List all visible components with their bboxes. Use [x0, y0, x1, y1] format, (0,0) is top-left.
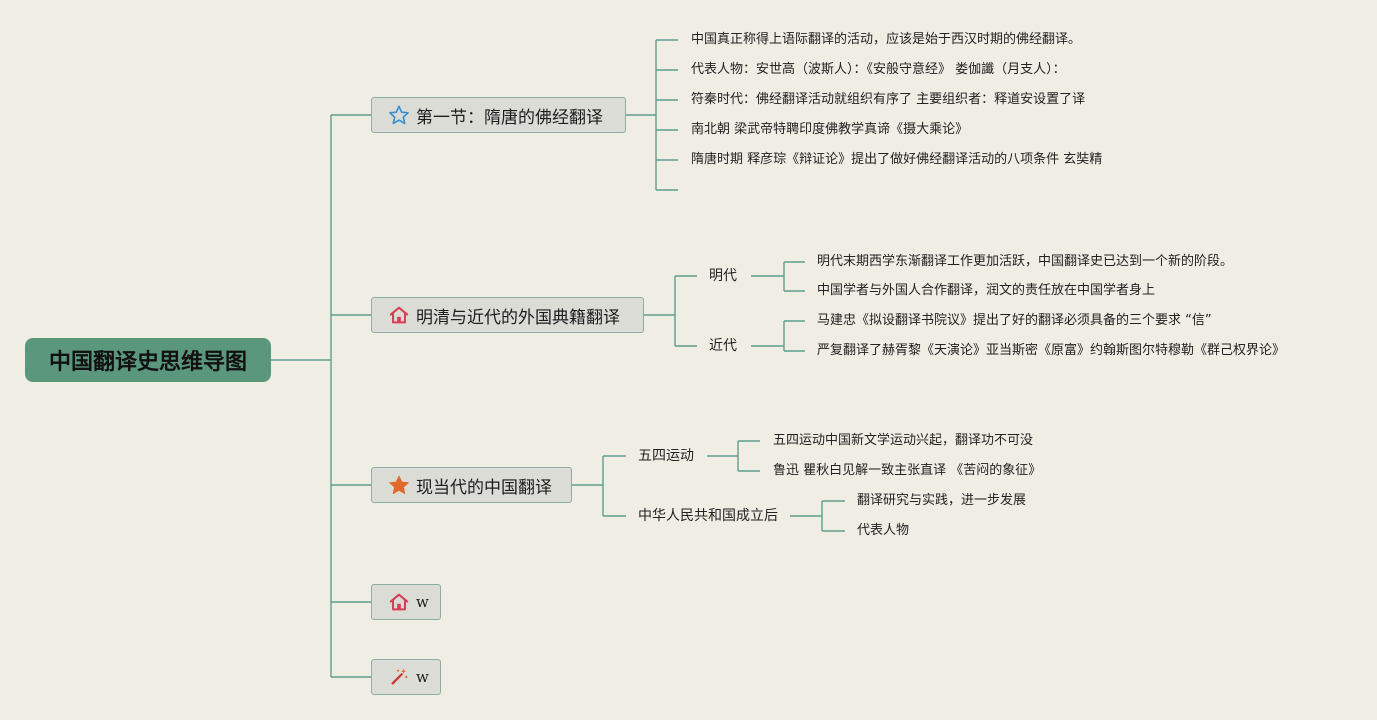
topic-label: 现当代的中国翻译: [416, 477, 552, 498]
topic-w-wand[interactable]: w: [371, 659, 441, 695]
leaf-item[interactable]: 鲁迅 瞿秋白见解一致主张直译 《苦闷的象征》: [773, 463, 1042, 478]
leaf-item[interactable]: 翻译研究与实践，进一步发展: [857, 493, 1027, 508]
topic-label: w: [416, 593, 429, 611]
leaf-item[interactable]: 隋唐时期 释彦琮《辩证论》提出了做好佛经翻译活动的八项条件 玄奘精: [691, 152, 1103, 167]
topic-ming-qing-modern-translation[interactable]: 明清与近代的外国典籍翻译: [371, 297, 644, 333]
leaf-item[interactable]: 马建忠《拟设翻译书院议》提出了好的翻译必须具备的三个要求 “信”: [817, 313, 1212, 328]
leaf-item[interactable]: 中国真正称得上语际翻译的活动，应该是始于西汉时期的佛经翻译。: [691, 32, 1082, 47]
topic-contemporary-translation[interactable]: 现当代的中国翻译: [371, 467, 572, 503]
leaf-item[interactable]: 代表人物: [857, 523, 910, 538]
subtopic-modern-era[interactable]: 近代: [709, 338, 737, 354]
leaf-item[interactable]: 符秦时代：佛经翻译活动就组织有序了 主要组织者：释道安设置了译: [691, 92, 1086, 107]
subtopic-may-fourth[interactable]: 五四运动: [638, 448, 694, 464]
home-icon: [388, 304, 410, 326]
leaf-item[interactable]: 南北朝 梁武帝特聘印度佛教学真谛《摄大乘论》: [691, 122, 969, 137]
subtopic-prc-founding[interactable]: 中华人民共和国成立后: [638, 508, 778, 524]
root-topic-label: 中国翻译史思维导图: [48, 350, 247, 375]
topic-w-home[interactable]: w: [371, 584, 441, 620]
leaf-item[interactable]: 中国学者与外国人合作翻译，润文的责任放在中国学者身上: [817, 283, 1156, 298]
star-filled-icon: [388, 474, 410, 496]
leaf-item[interactable]: 代表人物：安世高（波斯人）：《安般守意经》 娄伽讖（月支人）：: [691, 62, 1066, 77]
leaf-item[interactable]: 五四运动中国新文学运动兴起，翻译功不可没: [773, 433, 1034, 448]
root-topic[interactable]: 中国翻译史思维导图: [25, 338, 271, 382]
leaf-item[interactable]: 明代末期西学东渐翻译工作更加活跃，中国翻译史已达到一个新的阶段。: [817, 254, 1234, 269]
magic-wand-icon: [388, 666, 410, 688]
topic-label: 明清与近代的外国典籍翻译: [416, 307, 620, 328]
leaf-item[interactable]: 严复翻译了赫胥黎《天演论》亚当斯密《原富》约翰斯图尔特穆勒《群己权界论》: [817, 343, 1286, 358]
topic-label: 第一节：隋唐的佛经翻译: [416, 107, 603, 128]
subtopic-ming-dynasty[interactable]: 明代: [709, 268, 737, 284]
topic-label: w: [416, 668, 429, 686]
topic-sui-tang-buddhist-translation[interactable]: 第一节：隋唐的佛经翻译: [371, 97, 626, 133]
star-outline-icon: [388, 104, 410, 126]
home-icon: [388, 591, 410, 613]
